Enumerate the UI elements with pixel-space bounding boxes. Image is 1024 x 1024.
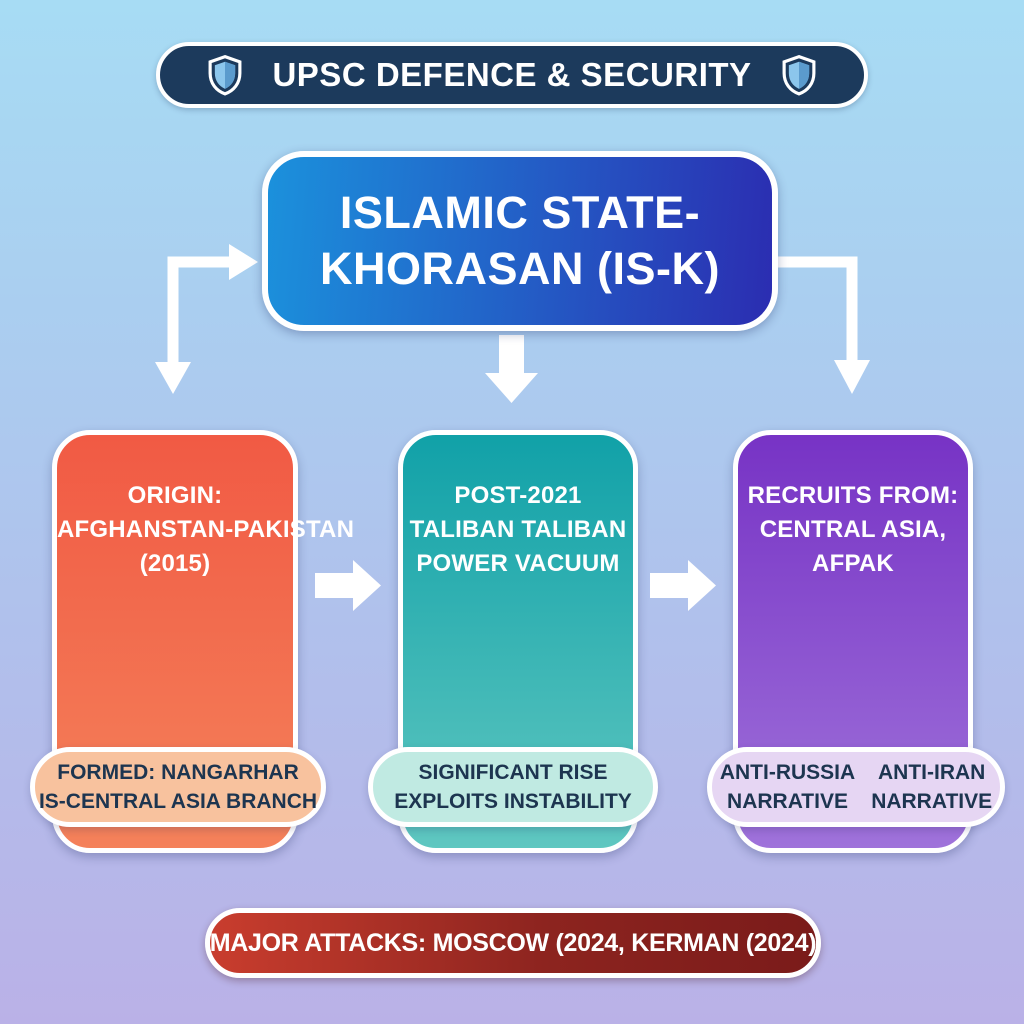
card-recruits-line-2: CENTRAL ASIA,	[759, 516, 947, 543]
card-recruits-title: RECRUITS FROM: CENTRAL ASIA, AFPAK	[738, 479, 968, 581]
main-title-line-1: ISLAMIC STATE-	[339, 187, 701, 239]
shield-icon	[209, 54, 242, 96]
pill-vacuum-line-2: EXPLOITS INSTABILITY	[394, 790, 632, 813]
card-recruits-line-1: RECRUITS FROM:	[747, 482, 959, 509]
pill-origin-formed: FORMED: NANGARHAR IS-CENTRAL ASIA BRANCH	[30, 747, 326, 827]
arrowhead-down-icon	[834, 360, 870, 394]
pill-vacuum-rise: SIGNIFICANT RISE EXPLOITS INSTABILITY	[368, 747, 658, 827]
card-origin-line-3: (2015)	[139, 550, 211, 577]
card-origin-line-1: ORIGIN:	[127, 482, 223, 509]
elbow-arrow-left	[155, 244, 258, 394]
card-recruits-line-3: AFPAK	[812, 550, 894, 577]
pill-origin-line-2: IS-CENTRAL ASIA BRANCH	[38, 790, 318, 813]
pill-recruits-narratives: ANTI-RUSSIA NARRATIVE ANTI-IRAN NARRATIV…	[707, 747, 1005, 827]
main-title-box: ISLAMIC STATE- KHORASAN (IS-K)	[262, 151, 778, 331]
main-title-line-2: KHORASAN (IS-K)	[320, 243, 720, 294]
anti-russia-line-2: NARRATIVE	[727, 790, 848, 813]
card-power-vacuum-line-2: TALIBAN TALIBAN	[409, 516, 627, 543]
right-block-arrow-1	[315, 560, 381, 611]
pill-origin-line-1: FORMED: NANGARHAR	[57, 761, 299, 784]
card-origin-line-2: AFGHANSTAN-PAKISTAN	[57, 516, 355, 543]
card-power-vacuum-title: POST-2021 TALIBAN TALIBAN POWER VACUUM	[403, 479, 633, 581]
card-origin-title: ORIGIN: AFGHANSTAN-PAKISTAN (2015)	[57, 479, 355, 581]
pill-vacuum-line-1: SIGNIFICANT RISE	[418, 761, 608, 784]
header-title: UPSC DEFENCE & SECURITY	[272, 56, 752, 93]
anti-iran-narrative: ANTI-IRAN NARRATIVE	[871, 758, 992, 816]
arrowhead-right-icon	[229, 244, 258, 280]
shield-icon	[782, 54, 815, 96]
arrowhead-down-icon	[155, 362, 191, 394]
anti-russia-line-1: ANTI-RUSSIA	[719, 761, 856, 784]
elbow-arrow-right	[777, 256, 870, 394]
anti-iran-line-1: ANTI-IRAN	[878, 761, 986, 784]
anti-russia-narrative: ANTI-RUSSIA NARRATIVE	[720, 758, 855, 816]
right-block-arrow-2	[650, 560, 716, 611]
footer-major-attacks: MAJOR ATTACKS: MOSCOW (2024, KERMAN (202…	[205, 908, 821, 978]
footer-text: MAJOR ATTACKS: MOSCOW (2024, KERMAN (202…	[209, 928, 817, 957]
card-power-vacuum-line-1: POST-2021	[454, 482, 582, 509]
header-banner: UPSC DEFENCE & SECURITY	[156, 42, 868, 108]
card-power-vacuum-line-3: POWER VACUUM	[416, 550, 620, 577]
anti-iran-line-2: NARRATIVE	[871, 790, 993, 813]
down-block-arrow-center	[485, 335, 538, 403]
